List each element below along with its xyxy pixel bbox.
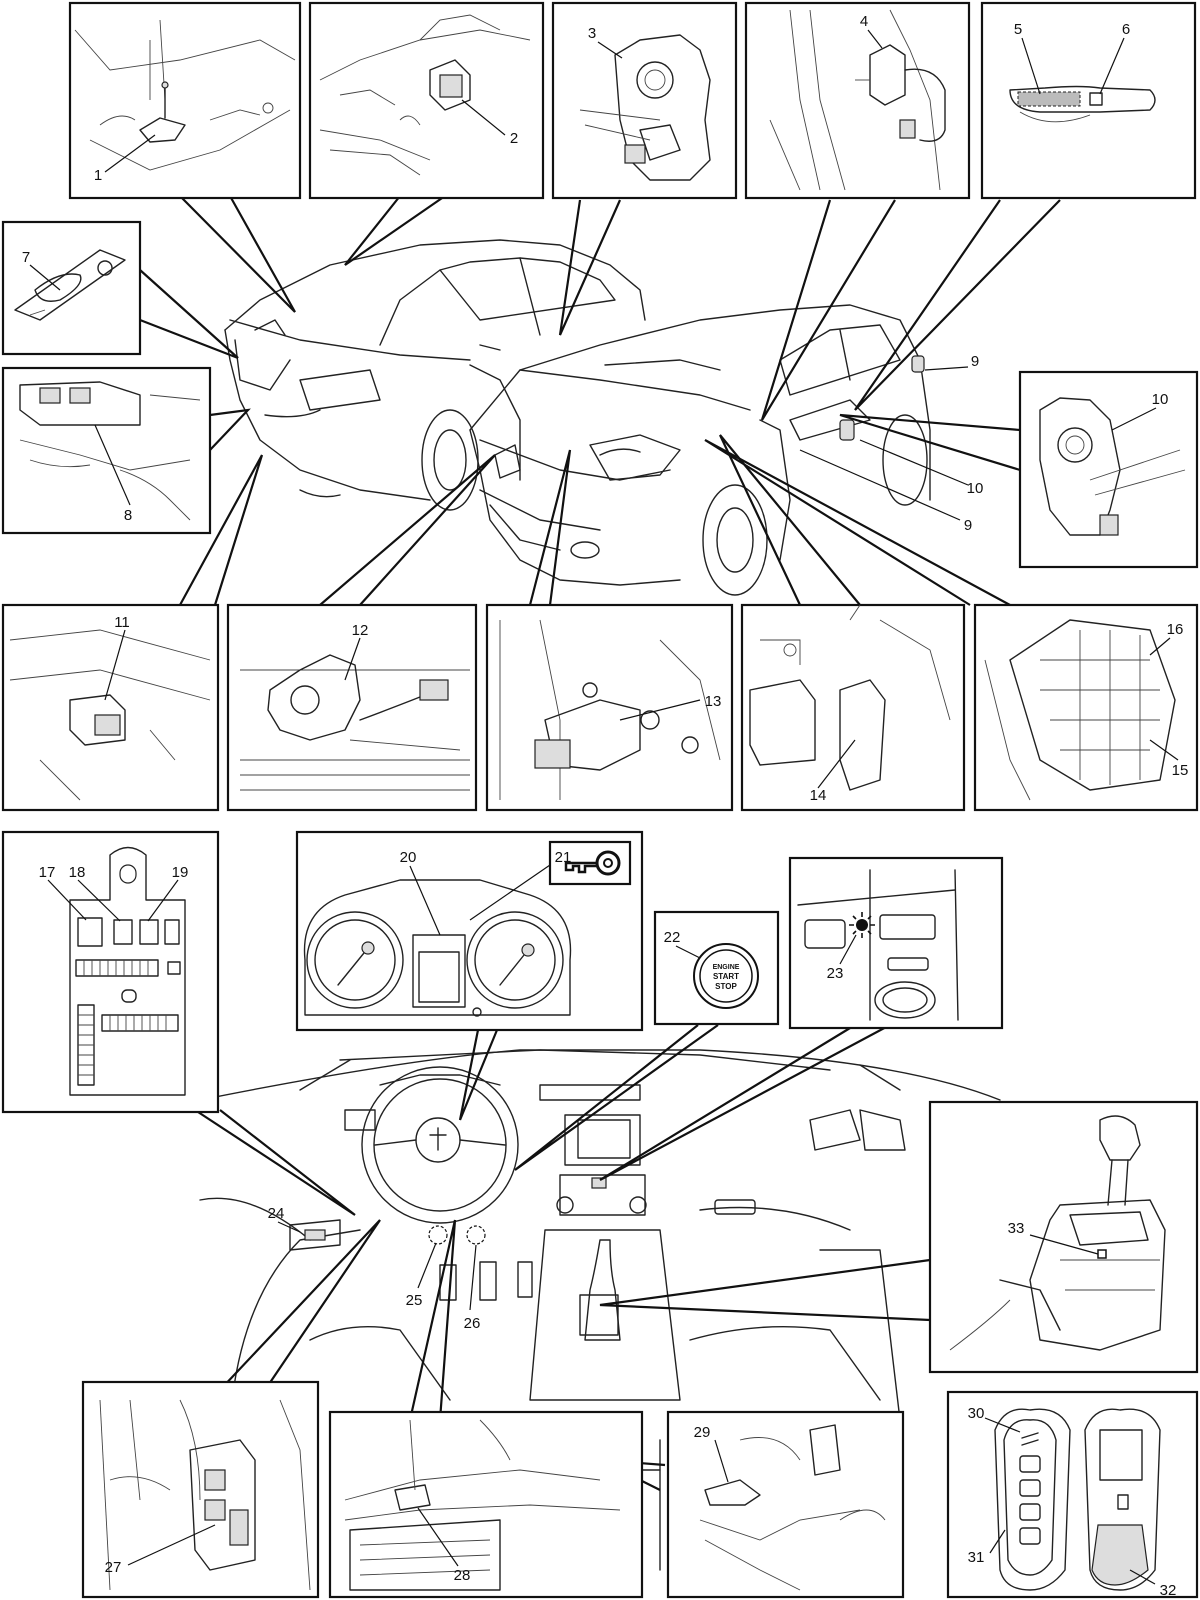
callout-label: 8 [124, 507, 132, 524]
callout-label: 10 [967, 480, 984, 497]
detail-box-28 [81, 1380, 320, 1599]
callout-label: 22 [664, 929, 681, 946]
callout-label: 32 [1160, 1582, 1177, 1599]
start-button-text-stop: STOP [715, 982, 737, 991]
callout-label: 4 [860, 13, 868, 30]
detail-box-30 [666, 1410, 905, 1599]
detail-box-4 [744, 1, 971, 200]
callout-label: 26 [464, 1315, 481, 1332]
callout-label: 13 [705, 693, 722, 710]
callout-label: 1 [94, 167, 102, 184]
callout-label: 7 [22, 249, 30, 266]
detail-box-13 [226, 603, 478, 812]
start-button-text-start: START [713, 972, 739, 981]
callout-label: 30 [968, 1405, 985, 1422]
start-button-text-engine: ENGINE [713, 964, 740, 971]
key-icon [564, 850, 621, 876]
callout-label: 29 [694, 1424, 711, 1441]
callout-label: 11 [114, 614, 130, 631]
detail-box-16-17 [973, 603, 1199, 812]
callout-label: 20 [400, 849, 417, 866]
detail-box-14 [485, 603, 734, 812]
detail-box-11 [1018, 370, 1199, 569]
detail-box-18-20 [1, 830, 220, 1114]
callout-label: 33 [1008, 1220, 1025, 1237]
callout-label: 9 [964, 517, 972, 534]
callout-label: 6 [1122, 21, 1130, 38]
callout-label: 28 [454, 1567, 471, 1584]
callout-label: 14 [810, 787, 827, 804]
callout-label: 16 [1167, 621, 1184, 638]
callout-label: 24 [268, 1205, 285, 1222]
detail-box-15 [740, 603, 966, 812]
callout-label: 15 [1172, 762, 1189, 779]
callout-label: 10 [1152, 391, 1169, 408]
callout-label: 18 [69, 864, 86, 881]
detail-box-34 [928, 1100, 1199, 1374]
callout-label: 2 [510, 130, 518, 147]
detail-box-5-6 [980, 1, 1197, 200]
callout-label: 27 [105, 1559, 122, 1576]
callout-lines-top [139, 195, 1061, 606]
detail-box-1 [68, 1, 302, 200]
front-car-illustration [469, 304, 931, 596]
callout-label: 17 [39, 864, 56, 881]
detail-box-2 [308, 1, 545, 200]
callout-label: 5 [1014, 21, 1022, 38]
detail-box-7 [1, 220, 142, 356]
detail-box-12 [1, 603, 220, 812]
callout-lines-interior [194, 1024, 931, 1491]
callout-label: 19 [172, 864, 189, 881]
detail-box-24 [788, 856, 1004, 1030]
callout-label: 23 [827, 965, 844, 982]
callout-label: 3 [588, 25, 596, 42]
interior-dashboard-illustration [199, 1049, 1001, 1571]
rear-car-illustration [224, 239, 646, 511]
detail-box-23: ENGINE START STOP [653, 910, 780, 1026]
callout-label: 12 [352, 622, 369, 639]
detail-box-29 [328, 1410, 644, 1599]
detail-box-31-33 [946, 1390, 1199, 1599]
callout-label: 25 [406, 1292, 423, 1309]
callout-label: 9 [971, 353, 979, 370]
callout-label: 31 [968, 1549, 985, 1566]
detail-box-3 [551, 1, 738, 200]
callout-label: 21 [555, 849, 572, 866]
